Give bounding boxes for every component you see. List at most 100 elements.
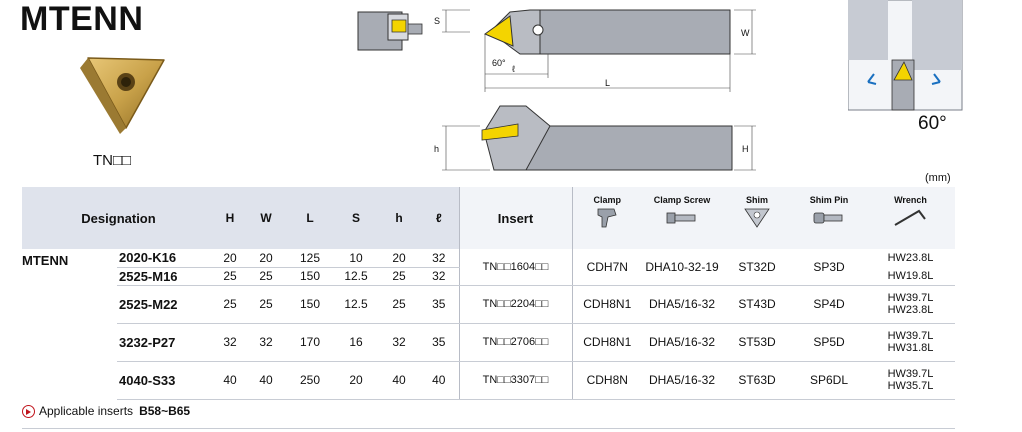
cell-l: 35 [419,285,459,324]
row-code: 3232-P27 [117,323,215,362]
cell-clamp: CDH8N [572,361,642,400]
cell-clamp: CDH8N1 [572,285,642,324]
row-code: 2525-M22 [117,285,215,324]
cell-clamp-screw: DHA5/16-32 [642,361,722,400]
series-name: MTENN [22,253,69,268]
cell-S: 12.5 [333,285,379,324]
cell-shim-pin: SP5D [792,323,866,362]
cell-h: 40 [379,361,419,400]
cell-wrench: HW23.8L [887,252,934,264]
cell-H: 25 [215,285,245,324]
table-row: 4040-S33 40 40 250 20 40 40 TN□□3307□□ C… [22,361,955,400]
col-S: S [351,211,360,225]
applicable-inserts-note: Applicable inserts B58~B65 [22,404,190,418]
cell-h: 32 [379,323,419,362]
cell-h: 25 [379,285,419,324]
cell-S: 16 [333,323,379,362]
cell-S: 20 [333,361,379,400]
cell-l: 35 [419,323,459,362]
machining-diagram [848,0,963,111]
cell-H: 32 [215,323,245,362]
cell-S: 10 [333,249,379,268]
col-clamp-screw: Clamp Screw [642,187,722,249]
insert-image [80,57,165,134]
dim-s-label: S [434,16,440,26]
wrench-2: HW31.8L [887,342,934,354]
unit-note: (mm) [925,172,951,184]
cell-clamp-screw: DHA5/16-32 [642,285,722,324]
col-L: L [306,211,314,225]
wrench-icon [893,209,926,226]
cell-W: 32 [245,323,287,362]
col-l: ℓ [435,211,442,225]
dim-l-label: L [605,78,610,88]
shim-pin-icon [813,212,843,224]
dim-angle-label: 60° [492,58,506,68]
table-row: MTENN 2020-K16 20 20 125 10 20 32 TN□□16… [22,249,955,286]
dim-w-label: W [741,28,750,38]
col-shim-pin: Shim Pin [792,187,866,249]
table-row: 3232-P27 32 32 170 16 32 35 TN□□2706□□ C… [22,323,955,362]
cell-shim-pin: SP4D [792,285,866,324]
cell-L: 125 [287,249,333,268]
cell-L: 250 [287,361,333,400]
cell-L: 150 [287,267,333,286]
page-title: MTENN [20,0,144,38]
cell-clamp-screw: DHA5/16-32 [642,323,722,362]
col-W: W [260,211,272,225]
cell-h: 20 [379,249,419,268]
cell-clamp: CDH8N1 [572,323,642,362]
cell-shim: ST53D [722,323,792,362]
wrench-2: HW23.8L [887,304,934,316]
cell-l: 32 [419,267,459,286]
table-header-row: Designation H W L S h ℓ Insert Clamp Cla… [22,187,955,249]
bottom-divider [22,428,955,429]
cell-shim-pin: SP3D [792,249,866,286]
clamp-screw-icon [666,212,696,224]
cell-shim: ST43D [722,285,792,324]
cell-clamp-screw: DHA10-32-19 [642,249,722,286]
spec-table: Designation H W L S h ℓ Insert Clamp Cla… [22,187,955,400]
cell-wrench: HW19.8L [866,267,955,286]
col-shim-label: Shim [745,195,768,205]
applicable-inserts-label: Applicable inserts [39,404,134,418]
wrench-1: HW39.7L [887,292,934,304]
col-wrench-label: Wrench [894,195,927,205]
wrench-1: HW39.7L [887,330,934,342]
cell-l: 40 [419,361,459,400]
wrench-1: HW39.7L [887,368,934,380]
cell-insert: TN□□3307□□ [458,361,573,400]
dim-l-small-label: ℓ [512,64,516,74]
cell-h: 25 [379,267,419,286]
col-clamp-screw-label: Clamp Screw [653,195,711,205]
cell-W: 25 [245,267,287,286]
dim-h-label: H [742,144,749,154]
row-code: 4040-S33 [117,361,215,400]
col-H: H [225,211,235,225]
cell-insert: TN□□1604□□ [458,249,573,286]
table-row: 2525-M16 25 25 150 12.5 25 32 HW19.8L [22,267,955,286]
cell-H: 20 [215,249,245,268]
cell-W: 40 [245,361,287,400]
col-shim-pin-label: Shim Pin [809,195,849,205]
cell-insert: TN□□2204□□ [458,285,573,324]
cell-insert: TN□□2706□□ [458,323,573,362]
cell-W: 20 [245,249,287,268]
cell-shim-pin: SP6DL [792,361,866,400]
col-h: h [395,211,403,225]
insert-code-label: TN□□ [93,152,132,169]
tool-holder-drawing: S W 60° ℓ L h H [357,9,756,171]
applicable-inserts-ref[interactable]: B58~B65 [139,404,191,418]
col-wrench: Wrench [866,187,955,249]
cell-L: 170 [287,323,333,362]
dim-h-small-label: h [434,144,439,154]
col-designation: Designation [81,210,156,226]
col-clamp: Clamp [572,187,642,249]
cell-S: 12.5 [333,267,379,286]
clamp-icon [597,208,617,228]
table-row: 2525-M22 25 25 150 12.5 25 35 TN□□2204□□… [22,285,955,324]
cell-shim: ST32D [722,249,792,286]
cell-clamp: CDH7N [572,249,642,286]
wrench-2: HW35.7L [887,380,934,392]
